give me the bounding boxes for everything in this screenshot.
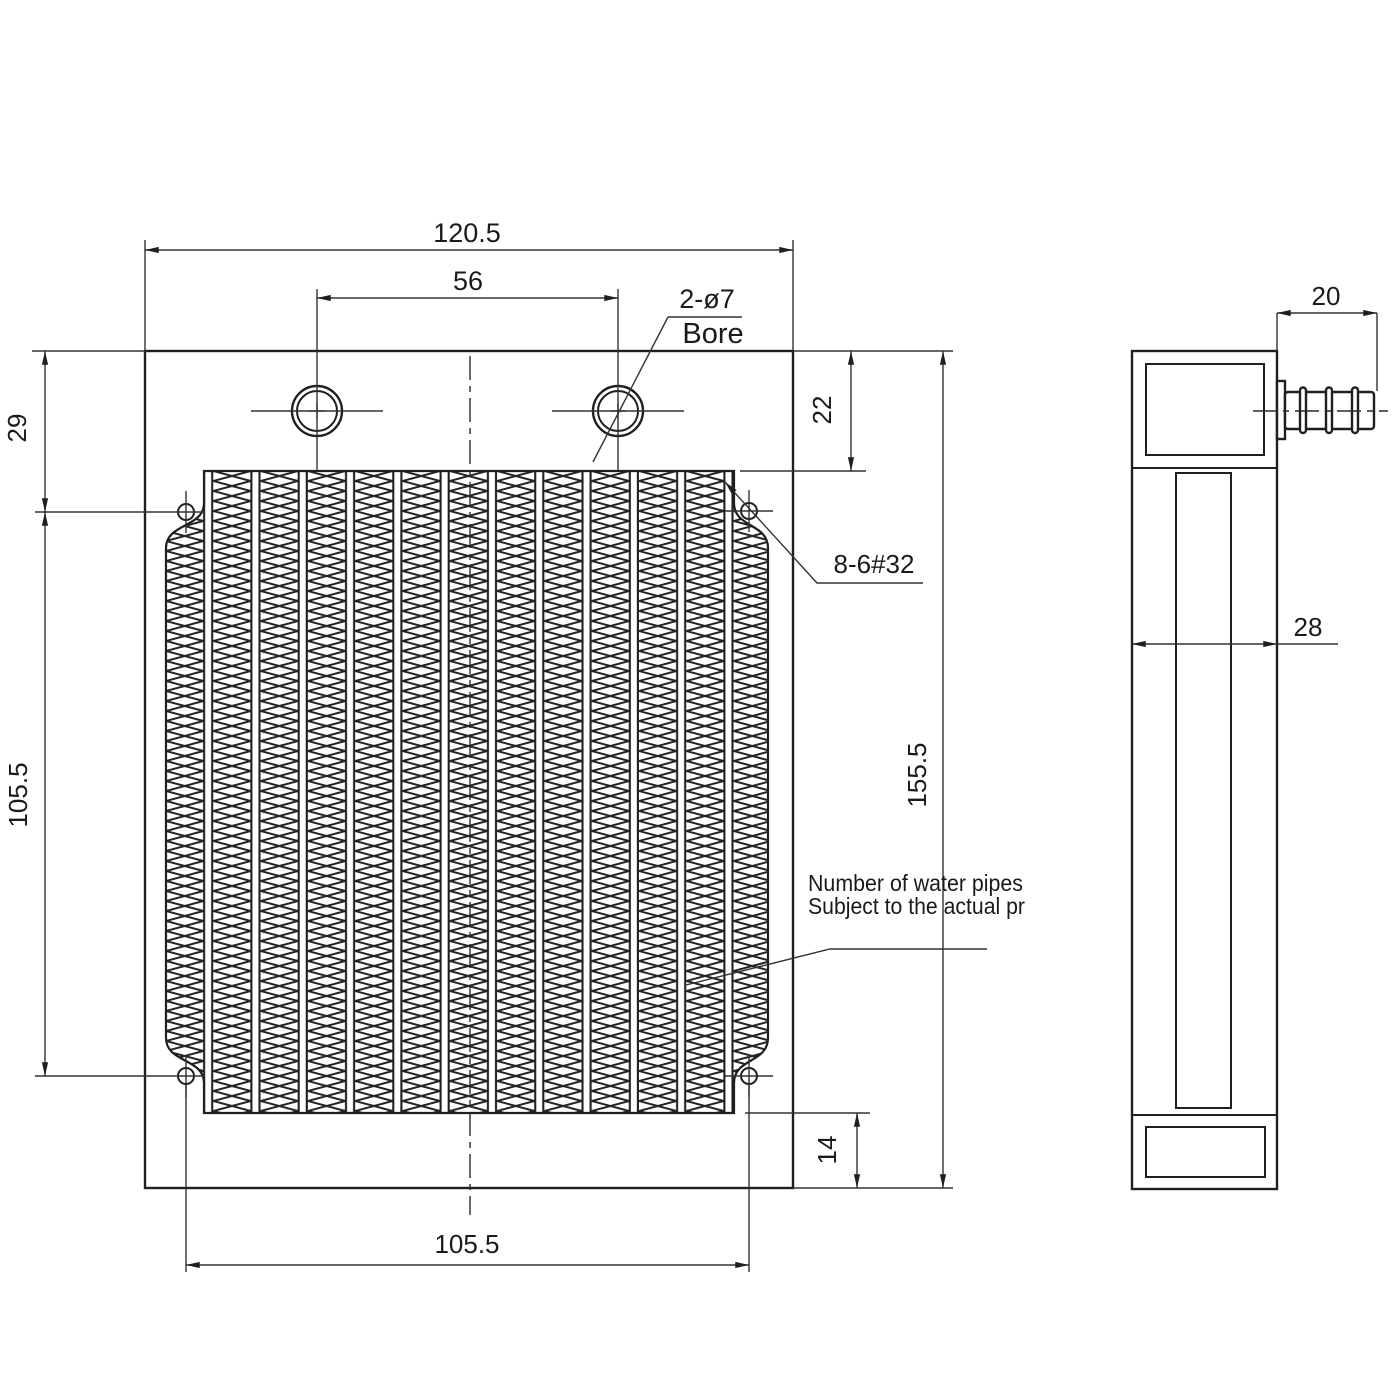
dim-top-to-screw-label: 29 [2, 414, 32, 443]
dim-body-depth-label: 28 [1294, 612, 1323, 642]
side-view: 20 28 [1130, 281, 1388, 1191]
dimensions-front: 120.5 56 29 105.5 22 155.5 14 105.5 [2, 218, 947, 1269]
side-core-slot [1175, 472, 1232, 1109]
extension-lines [32, 240, 953, 1272]
screw-callout-label: 8-6#32 [834, 549, 915, 579]
side-bottom-tank [1145, 1126, 1266, 1178]
screw-callout-leader [724, 481, 923, 584]
dim-overall-width-label: 120.5 [433, 218, 501, 248]
dim-port-spacing-label: 56 [453, 266, 483, 296]
dim-fitting-length-label: 20 [1312, 281, 1341, 311]
note-leader [685, 948, 987, 986]
front-view: 120.5 56 29 105.5 22 155.5 14 105.5 2-ø7… [2, 218, 1025, 1272]
screw-hole-top-right [725, 490, 773, 532]
dim-screw-horizontal-label: 105.5 [434, 1229, 499, 1259]
barb-ridge-3 [1350, 386, 1360, 435]
dim-screw-vertical-label: 105.5 [3, 762, 33, 827]
dim-core-to-bottom-label: 14 [812, 1136, 842, 1165]
port-callout-label: 2-ø7 [679, 284, 735, 314]
note-line1: Number of water pipes [808, 870, 1023, 896]
screw-callout: 8-6#32 [724, 481, 923, 584]
dimensions-side: 20 28 [1131, 281, 1378, 648]
port-callout: 2-ø7 Bore [592, 284, 744, 463]
dim-top-to-core-label: 22 [807, 396, 837, 425]
hose-barb-fitting [1253, 379, 1388, 441]
barb-ridge-1 [1298, 386, 1308, 435]
port-callout-bore-label: Bore [682, 318, 743, 350]
water-pipes-note: Number of water pipes Subject to the act… [685, 870, 1025, 986]
radiator-core-fins [164, 469, 770, 1115]
note-line2: Subject to the actual pr [808, 893, 1025, 919]
side-top-tank [1145, 363, 1265, 456]
dim-overall-height-label: 155.5 [902, 742, 932, 807]
front-frame-outline [143, 349, 795, 1190]
side-body-outline [1130, 349, 1279, 1191]
port-callout-leader [592, 316, 669, 463]
barb-ridge-2 [1324, 386, 1334, 435]
